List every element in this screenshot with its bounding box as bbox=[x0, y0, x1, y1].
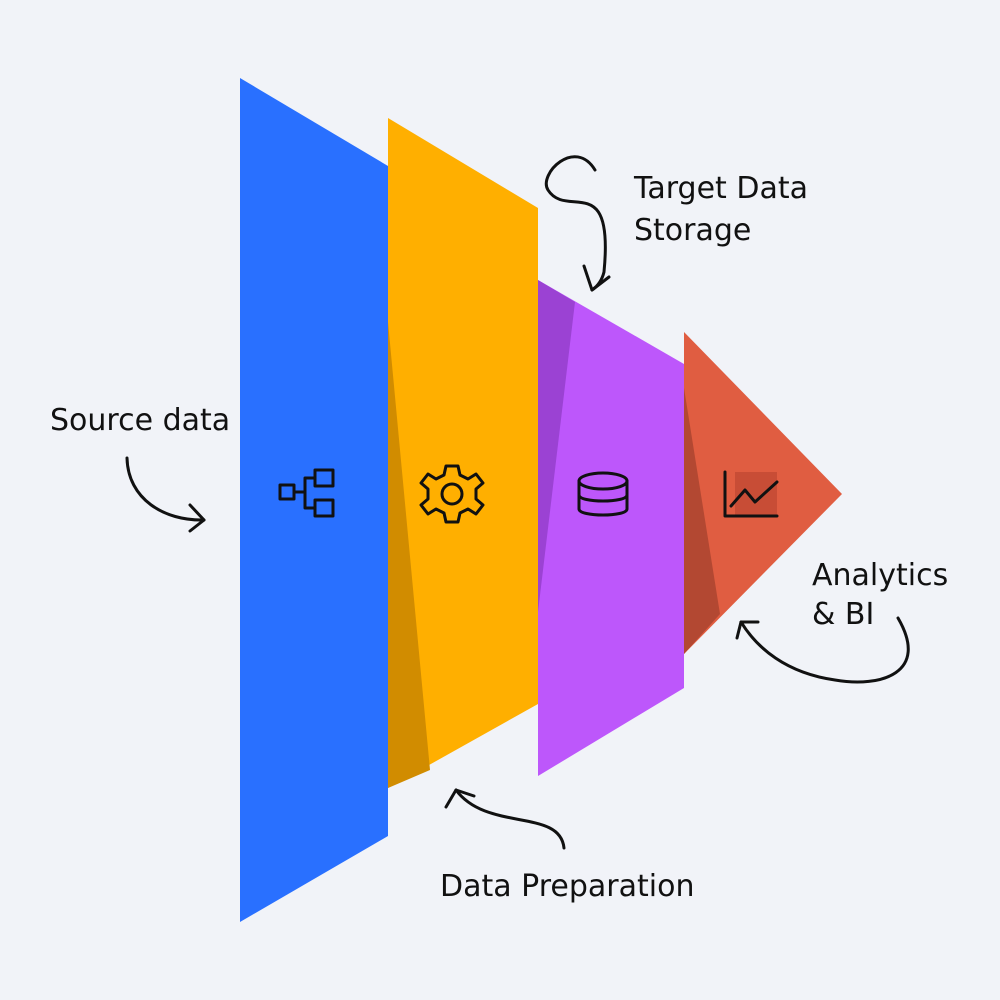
analytics-bi-shadow bbox=[684, 388, 720, 654]
data-preparation-shadow bbox=[388, 322, 430, 788]
source-data-label: Source data bbox=[50, 403, 230, 438]
target-storage-label-line-2: Storage bbox=[634, 213, 751, 248]
analytics-bi-label-line-2: & BI bbox=[812, 597, 874, 632]
target-storage-label: Target Data Storage bbox=[633, 171, 818, 248]
analytics-bi-label-line-1: Analytics bbox=[812, 558, 948, 593]
gear-icon bbox=[419, 464, 485, 524]
storage-arrow bbox=[544, 155, 607, 292]
analytics-bi-label: Analytics & BI bbox=[812, 558, 958, 632]
preparation-arrow bbox=[454, 788, 566, 850]
analytics-arrow-head bbox=[735, 620, 760, 640]
source-arrow-head bbox=[188, 503, 206, 533]
hierarchy-icon bbox=[278, 468, 335, 518]
data-preparation-panel bbox=[388, 118, 538, 788]
target-storage-label-line-1: Target Data bbox=[633, 171, 808, 206]
target-storage-panel bbox=[538, 280, 684, 776]
database-icon bbox=[577, 471, 629, 517]
analytics-arrow bbox=[739, 616, 910, 684]
preparation-arrow-head bbox=[444, 788, 476, 809]
target-storage-shadow bbox=[538, 280, 575, 612]
line-chart-icon bbox=[723, 470, 779, 518]
data-preparation-label: Data Preparation bbox=[440, 869, 694, 904]
source-arrow bbox=[125, 456, 206, 522]
storage-arrow-head bbox=[582, 264, 611, 292]
